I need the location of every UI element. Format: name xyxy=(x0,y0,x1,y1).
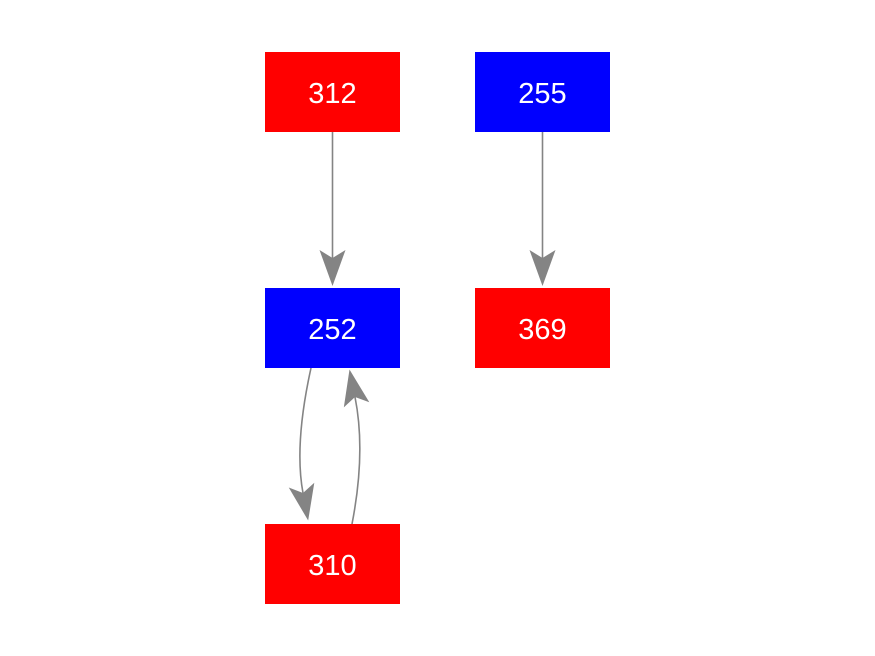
node-369-label: 369 xyxy=(518,314,566,346)
node-252-box[interactable] xyxy=(265,288,400,368)
node-369-box[interactable] xyxy=(475,288,610,368)
node-310[interactable]: 310 xyxy=(265,524,400,604)
node-255-label: 255 xyxy=(518,78,566,110)
edge-252-to-310 xyxy=(288,367,315,521)
node-310-label: 310 xyxy=(308,550,356,582)
node-312-label: 312 xyxy=(308,78,356,110)
node-312[interactable]: 312 xyxy=(265,52,400,132)
node-252[interactable]: 252 xyxy=(265,288,400,368)
node-369[interactable]: 369 xyxy=(475,288,610,368)
node-255[interactable]: 255 xyxy=(475,52,610,132)
edge-310-to-252 xyxy=(343,369,370,525)
edge-group xyxy=(288,132,556,525)
node-255-box[interactable] xyxy=(475,52,610,132)
node-312-box[interactable] xyxy=(265,52,400,132)
node-252-label: 252 xyxy=(308,314,356,346)
node-310-box[interactable] xyxy=(265,524,400,604)
